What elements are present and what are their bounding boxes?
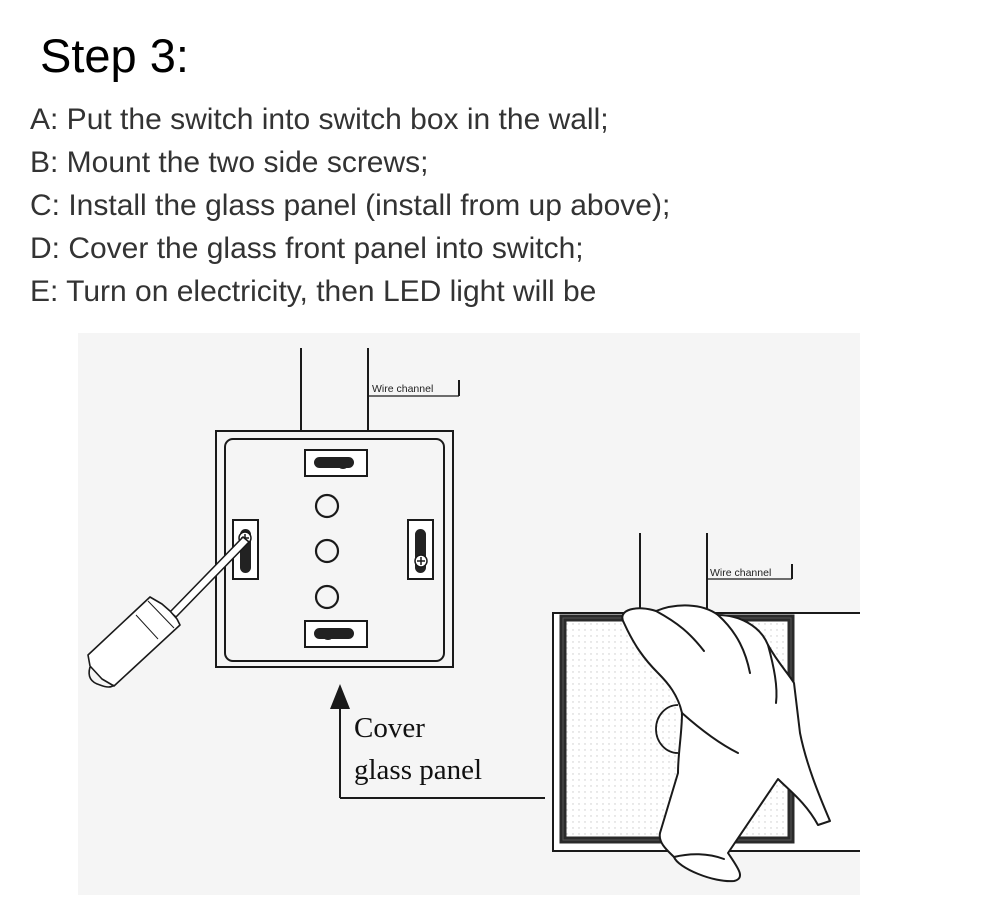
instruction-list: A: Put the switch into switch box in the… (30, 98, 930, 313)
callout-cover: Cover (354, 712, 425, 744)
instruction-b: B: Mount the two side screws; (30, 146, 429, 179)
svg-text:Wire channel: Wire channel (372, 383, 433, 395)
instruction-a: A: Put the switch into switch box in the… (30, 103, 609, 136)
wire-channel-left (300, 348, 369, 431)
terminal-holes (314, 493, 340, 610)
wire-channel-label-right: Wire channel (707, 564, 793, 580)
instruction-c: C: Install the glass panel (install from… (30, 189, 671, 222)
bottom-mount-slot (304, 620, 368, 648)
svg-text:Wire channel: Wire channel (710, 567, 771, 579)
instruction-e: E: Turn on electricity, then LED light w… (30, 275, 597, 308)
diagram-illustration: Wire channel (78, 333, 860, 895)
wire-channel-label-left: Wire channel (368, 380, 460, 397)
instruction-d: D: Cover the glass front panel into swit… (30, 232, 584, 265)
step-title: Step 3: (40, 29, 189, 82)
wire-channel-right (639, 533, 708, 613)
installation-diagram: Wire channel (78, 333, 860, 895)
screwdriver-icon (87, 536, 250, 688)
callout-glass-panel: glass panel (354, 754, 482, 786)
top-mount-slot (304, 449, 368, 477)
right-side-slot (407, 519, 434, 580)
right-screw-icon (414, 554, 428, 568)
switch-box (215, 430, 454, 668)
hand-icon (621, 604, 831, 883)
cover-arrow (330, 684, 545, 799)
